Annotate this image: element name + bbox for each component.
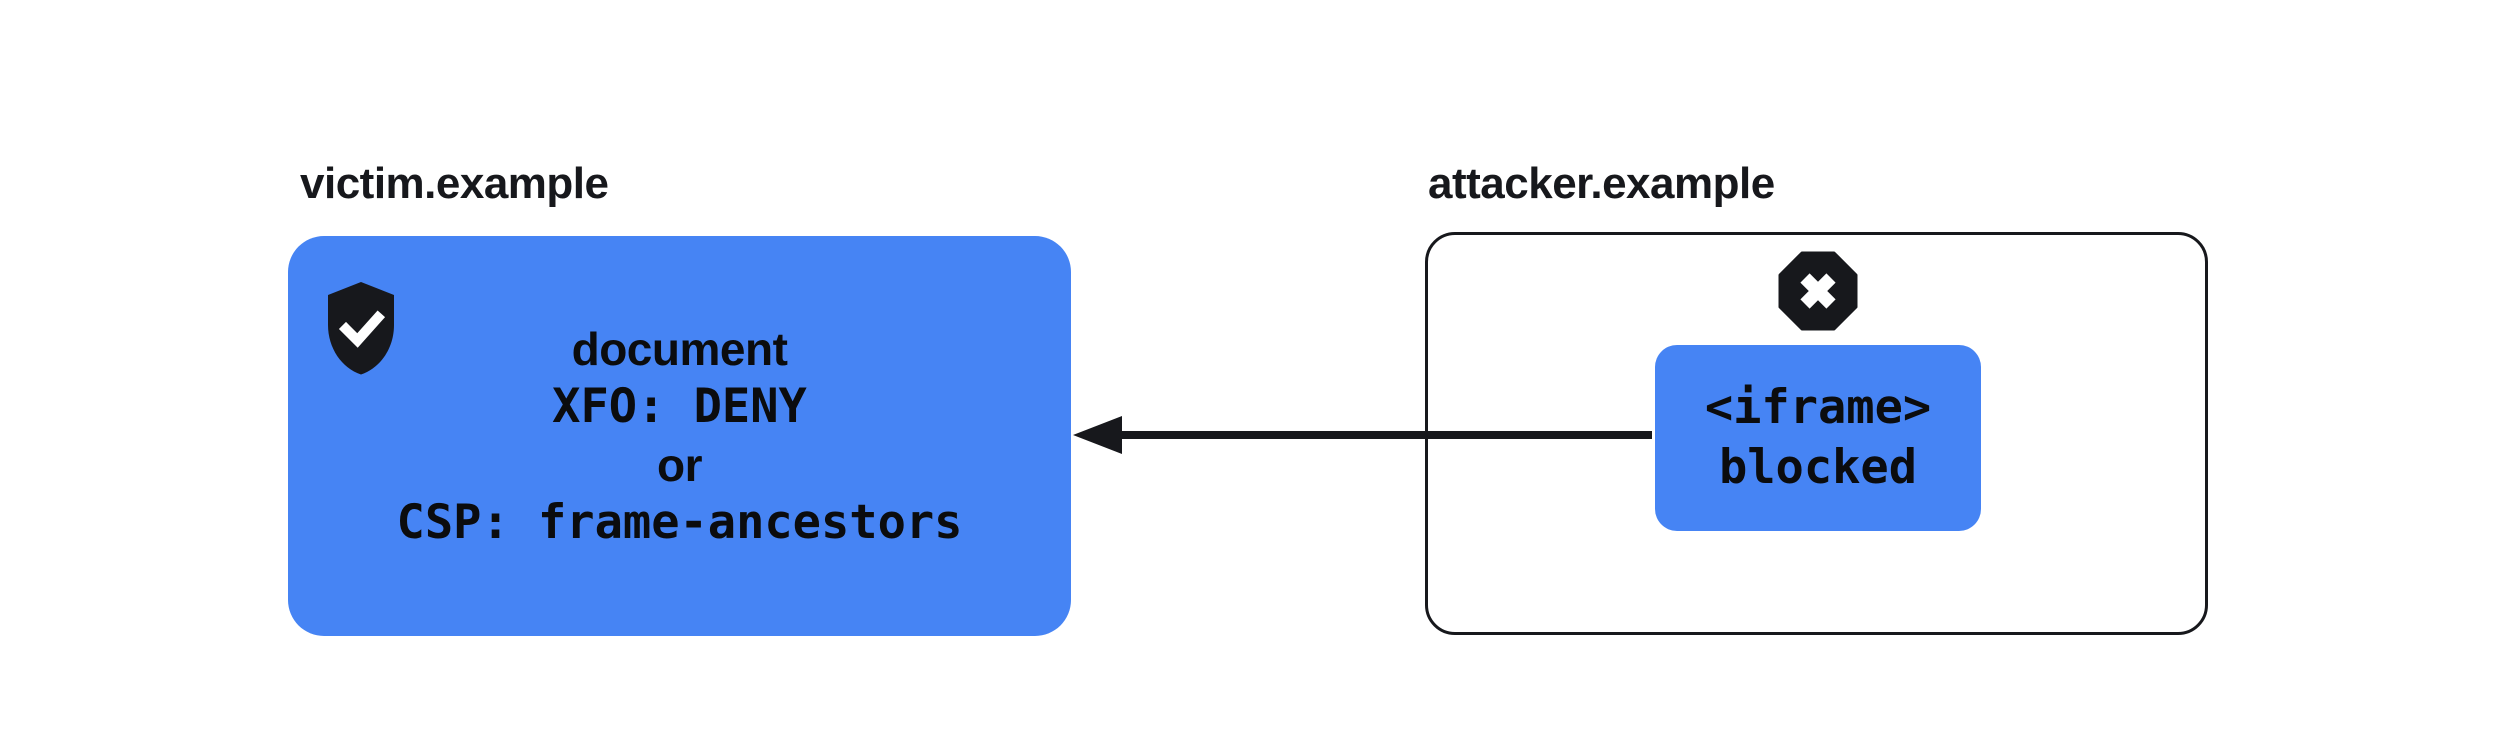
blocked-iframe-box: <iframe> blocked: [1655, 345, 1981, 531]
victim-domain-label: victim.example: [300, 159, 609, 208]
victim-box-line: CSP: frame-ancestors: [396, 495, 963, 550]
victim-document-box: document XFO: DENY or CSP: frame-ancesto…: [288, 236, 1071, 636]
iframe-box-line: <iframe>: [1704, 380, 1932, 435]
victim-box-text: document XFO: DENY or CSP: frame-ancesto…: [288, 236, 1071, 636]
blocked-octagon-icon: [1778, 251, 1858, 331]
victim-box-line: XFO: DENY: [552, 379, 807, 434]
victim-box-line: document: [571, 323, 788, 375]
iframe-box-line: blocked: [1718, 440, 1918, 495]
attacker-domain-label: attacker.example: [1428, 159, 1775, 208]
arrow-left-icon: [1073, 416, 1652, 454]
shield-check-icon: [328, 282, 394, 375]
victim-box-line: or: [657, 439, 703, 491]
